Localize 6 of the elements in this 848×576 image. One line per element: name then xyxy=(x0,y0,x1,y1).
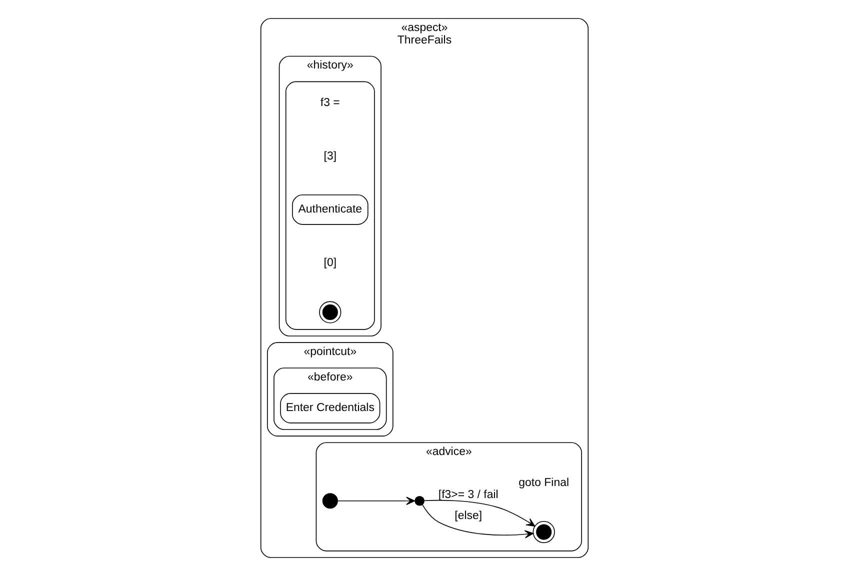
node-label: [0] xyxy=(323,257,336,270)
edge-label: [else] xyxy=(454,510,482,522)
node-label: [3] xyxy=(323,150,336,162)
node-label: goto Final xyxy=(518,476,569,489)
node-label: f3 = xyxy=(320,97,340,110)
edge-label: [f3>= 3 / fail xyxy=(438,488,498,501)
